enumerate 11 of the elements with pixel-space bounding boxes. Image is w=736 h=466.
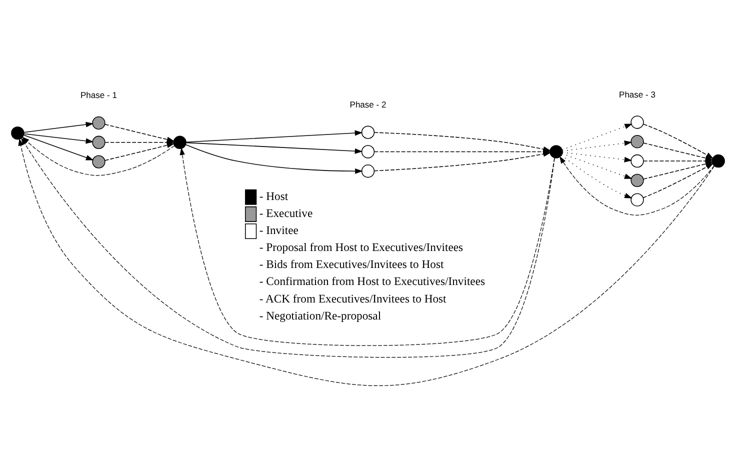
label: Phase - 1 (80, 90, 117, 100)
legend-label: - Proposal from Host to Executives/Invitees (259, 240, 464, 254)
legend-label: - Bids from Executives/Invitees to Host (259, 258, 444, 271)
legend-label: - Negotiation/Re-proposal (259, 308, 382, 322)
legend-label: - Host (259, 189, 288, 202)
legend-label: - Executive (259, 206, 313, 220)
legend-label: - Confirmation from Host to Executives/Invitees (259, 274, 486, 288)
label: Phase - 3 (619, 88, 656, 99)
label: Phase - 2 (350, 98, 386, 109)
legend-label: - Invitee (259, 223, 298, 236)
legend-label: - ACK from Executives/Invitees to Host (259, 292, 446, 305)
